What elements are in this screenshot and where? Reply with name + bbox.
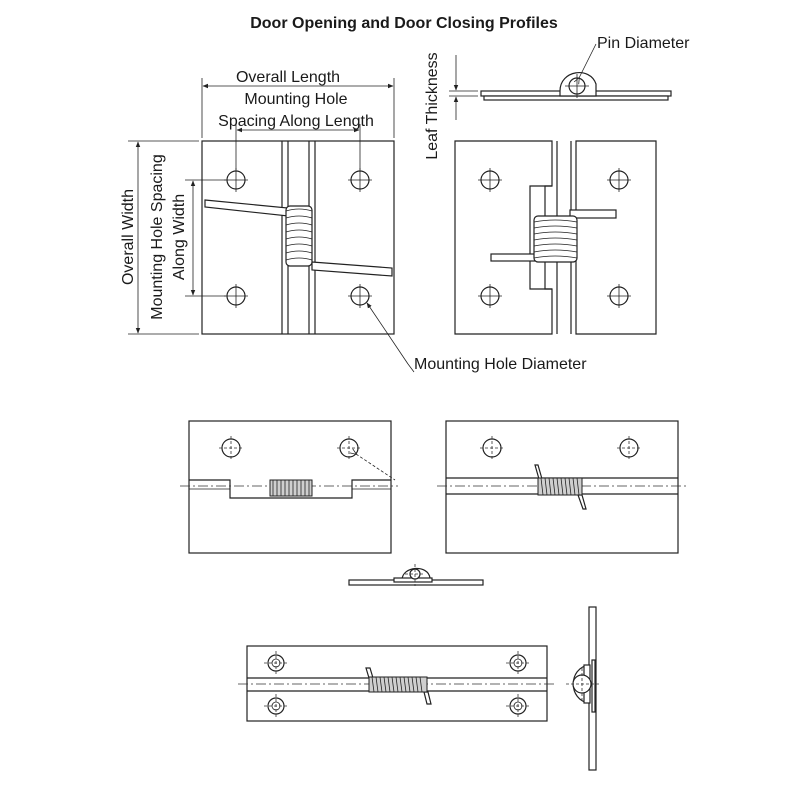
mounting-hole <box>480 436 504 460</box>
mounting-hole <box>607 168 631 192</box>
torsion-spring <box>490 209 617 263</box>
mounting-hole-spacing-width-label-line2: Along Width <box>171 194 188 280</box>
mounting-hole <box>224 284 248 308</box>
leaf-thickness-label: Leaf Thickness <box>424 52 441 159</box>
torsion-spring <box>269 479 313 497</box>
overall-width-label: Overall Width <box>120 189 137 285</box>
hinge-rear-view <box>454 140 657 335</box>
mounting-hole <box>348 168 372 192</box>
hinge-front-view-dimensioned: Overall Length Mounting Hole Spacing Alo… <box>120 69 587 373</box>
mounting-hole <box>224 168 248 192</box>
mounting-hole <box>348 284 372 308</box>
hinge-side-profile: Pin Diameter Leaf Thickness <box>424 35 690 160</box>
hinge-long-view <box>238 645 556 722</box>
pin-diameter-label: Pin Diameter <box>597 35 690 52</box>
mounting-hole-spacing-length-label-line2: Spacing Along Length <box>218 113 374 130</box>
mounting-hole <box>478 284 502 308</box>
mounting-hole-spacing-length-label-line1: Mounting Hole <box>244 91 347 108</box>
mounting-hole <box>478 168 502 192</box>
hinge-end-view <box>566 606 600 771</box>
hinge-outline <box>201 140 395 335</box>
mounting-hole <box>264 651 288 675</box>
hinge-open-view-right <box>437 420 686 554</box>
mounting-hole-diameter-label: Mounting Hole Diameter <box>414 356 587 373</box>
mounting-hole <box>264 694 288 718</box>
torsion-spring <box>365 667 432 705</box>
torsion-spring <box>534 464 587 510</box>
torsion-spring <box>204 199 393 277</box>
overall-length-label: Overall Length <box>236 69 340 86</box>
hinge-open-view-left <box>180 420 398 554</box>
mounting-hole <box>617 436 641 460</box>
mounting-hole <box>337 436 361 460</box>
mounting-hole <box>506 694 530 718</box>
mounting-hole-spacing-width-label-line1: Mounting Hole Spacing <box>149 154 166 319</box>
mounting-hole <box>607 284 631 308</box>
diagram-title: Door Opening and Door Closing Profiles <box>250 15 558 32</box>
hinge-small-profile <box>348 564 484 586</box>
mounting-hole <box>506 651 530 675</box>
mounting-hole <box>219 436 243 460</box>
